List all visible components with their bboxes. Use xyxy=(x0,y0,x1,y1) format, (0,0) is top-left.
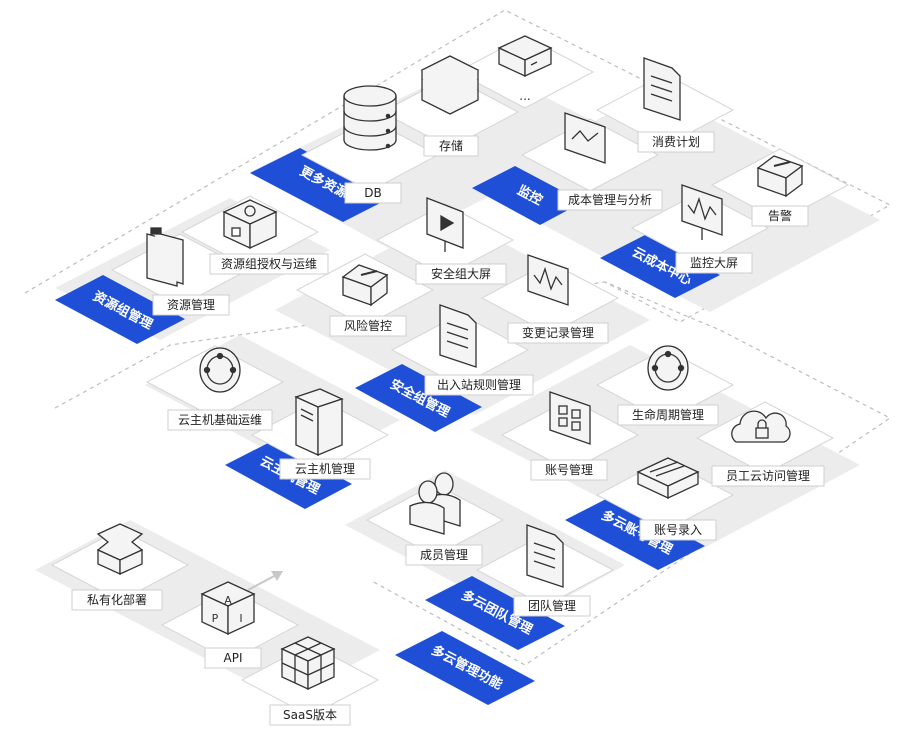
svg-text:成本管理与分析: 成本管理与分析 xyxy=(568,192,652,207)
svg-text:DB: DB xyxy=(364,186,381,200)
ribbon-monitoring: 监控 xyxy=(472,166,583,225)
cube-grid-icon xyxy=(280,636,336,691)
more-resources-ellipsis: ... xyxy=(519,89,530,103)
label-storage: 存储 xyxy=(423,135,479,157)
label-lifecycle: 生命周期管理 xyxy=(617,404,719,426)
account-entry-box-icon xyxy=(636,457,700,500)
play-screen-icon xyxy=(426,197,464,252)
api-cube-icon xyxy=(200,581,256,636)
layers-icon xyxy=(420,55,480,115)
svg-text:安全组大屏: 安全组大屏 xyxy=(431,266,491,281)
label-saas: SaaS版本 xyxy=(269,704,351,726)
change-log-screen-icon xyxy=(527,254,569,306)
svg-text:告警: 告警 xyxy=(768,208,792,223)
svg-text:生命周期管理: 生命周期管理 xyxy=(632,407,704,422)
people-icon xyxy=(409,472,461,535)
svg-text:资源管理: 资源管理 xyxy=(167,297,215,312)
upgrade-arrow-icon xyxy=(247,571,283,591)
label-alarm: 告警 xyxy=(751,205,809,227)
svg-text:监控大屏: 监控大屏 xyxy=(690,256,738,270)
api-glyph-p: P xyxy=(212,612,219,625)
label-host-ops: 云主机基础运维 xyxy=(167,409,273,431)
label-api: API xyxy=(204,647,262,669)
ribbon-resource-group: 资源组管理 xyxy=(55,275,185,344)
svg-text:存储: 存储 xyxy=(439,138,463,153)
svg-text:变更记录管理: 变更记录管理 xyxy=(522,325,594,340)
platform-multi-account xyxy=(470,345,860,550)
label-rules: 出入站规则管理 xyxy=(424,374,534,396)
label-account-entry: 账号录入 xyxy=(639,519,717,541)
label-db: DB xyxy=(344,182,402,204)
svg-text:API: API xyxy=(224,651,243,665)
api-glyph-a: A xyxy=(224,594,232,607)
label-team: 团队管理 xyxy=(513,595,591,617)
label-change-log: 变更记录管理 xyxy=(507,322,609,344)
circle-arrows-icon xyxy=(199,347,241,393)
ribbon-security: 安全组管理 xyxy=(355,364,482,432)
label-host-manage: 云主机管理 xyxy=(279,458,371,480)
label-risk: 风险管控 xyxy=(329,315,407,337)
svg-text:私有化部署: 私有化部署 xyxy=(87,592,147,607)
label-members: 成员管理 xyxy=(405,544,483,566)
label-consume: 消费计划 xyxy=(637,131,715,153)
label-staff-access: 员工云访问管理 xyxy=(711,465,825,487)
svg-text:云主机基础运维: 云主机基础运维 xyxy=(178,413,262,427)
document-icon xyxy=(643,57,681,121)
lifecycle-icon xyxy=(647,345,689,391)
svg-text:成员管理: 成员管理 xyxy=(420,547,468,562)
svg-text:资源组授权与运维: 资源组授权与运维 xyxy=(221,256,317,271)
grid-apps-icon xyxy=(549,391,591,445)
team-document-icon xyxy=(526,524,564,588)
label-private: 私有化部署 xyxy=(71,589,163,611)
rules-document-icon xyxy=(439,304,477,368)
server-icon xyxy=(294,388,344,457)
box-icon xyxy=(497,35,553,78)
dashed-border-bottom xyxy=(54,281,892,666)
label-resource-auth: 资源组授权与运维 xyxy=(209,253,329,275)
cross-shape-icon xyxy=(96,523,144,576)
label-security-screen: 安全组大屏 xyxy=(415,263,507,285)
svg-text:云主机管理: 云主机管理 xyxy=(295,461,355,476)
label-account: 账号管理 xyxy=(530,459,608,481)
svg-text:风险管控: 风险管控 xyxy=(344,318,392,333)
svg-text:团队管理: 团队管理 xyxy=(528,598,576,613)
label-cost-analysis: 成本管理与分析 xyxy=(557,189,663,211)
api-glyph-i: I xyxy=(239,612,242,625)
risk-box-icon xyxy=(341,264,389,307)
chart-monitor-icon xyxy=(564,112,606,164)
database-stack-icon xyxy=(343,85,397,151)
svg-text:账号管理: 账号管理 xyxy=(545,462,593,477)
svg-text:账号录入: 账号录入 xyxy=(654,523,702,537)
label-resource-manage: 资源管理 xyxy=(152,294,230,316)
alarm-box-icon xyxy=(756,155,804,198)
network-cube-icon xyxy=(222,199,278,250)
display-wave-icon xyxy=(681,184,723,240)
label-monitor-screen: 监控大屏 xyxy=(675,252,753,274)
svg-text:员工云访问管理: 员工云访问管理 xyxy=(726,468,810,483)
svg-text:出入站规则管理: 出入站规则管理 xyxy=(437,377,521,392)
svg-text:SaaS版本: SaaS版本 xyxy=(283,708,337,722)
svg-text:消费计划: 消费计划 xyxy=(652,135,700,149)
cloud-lock-icon xyxy=(731,410,791,443)
folder-icon xyxy=(146,227,184,287)
